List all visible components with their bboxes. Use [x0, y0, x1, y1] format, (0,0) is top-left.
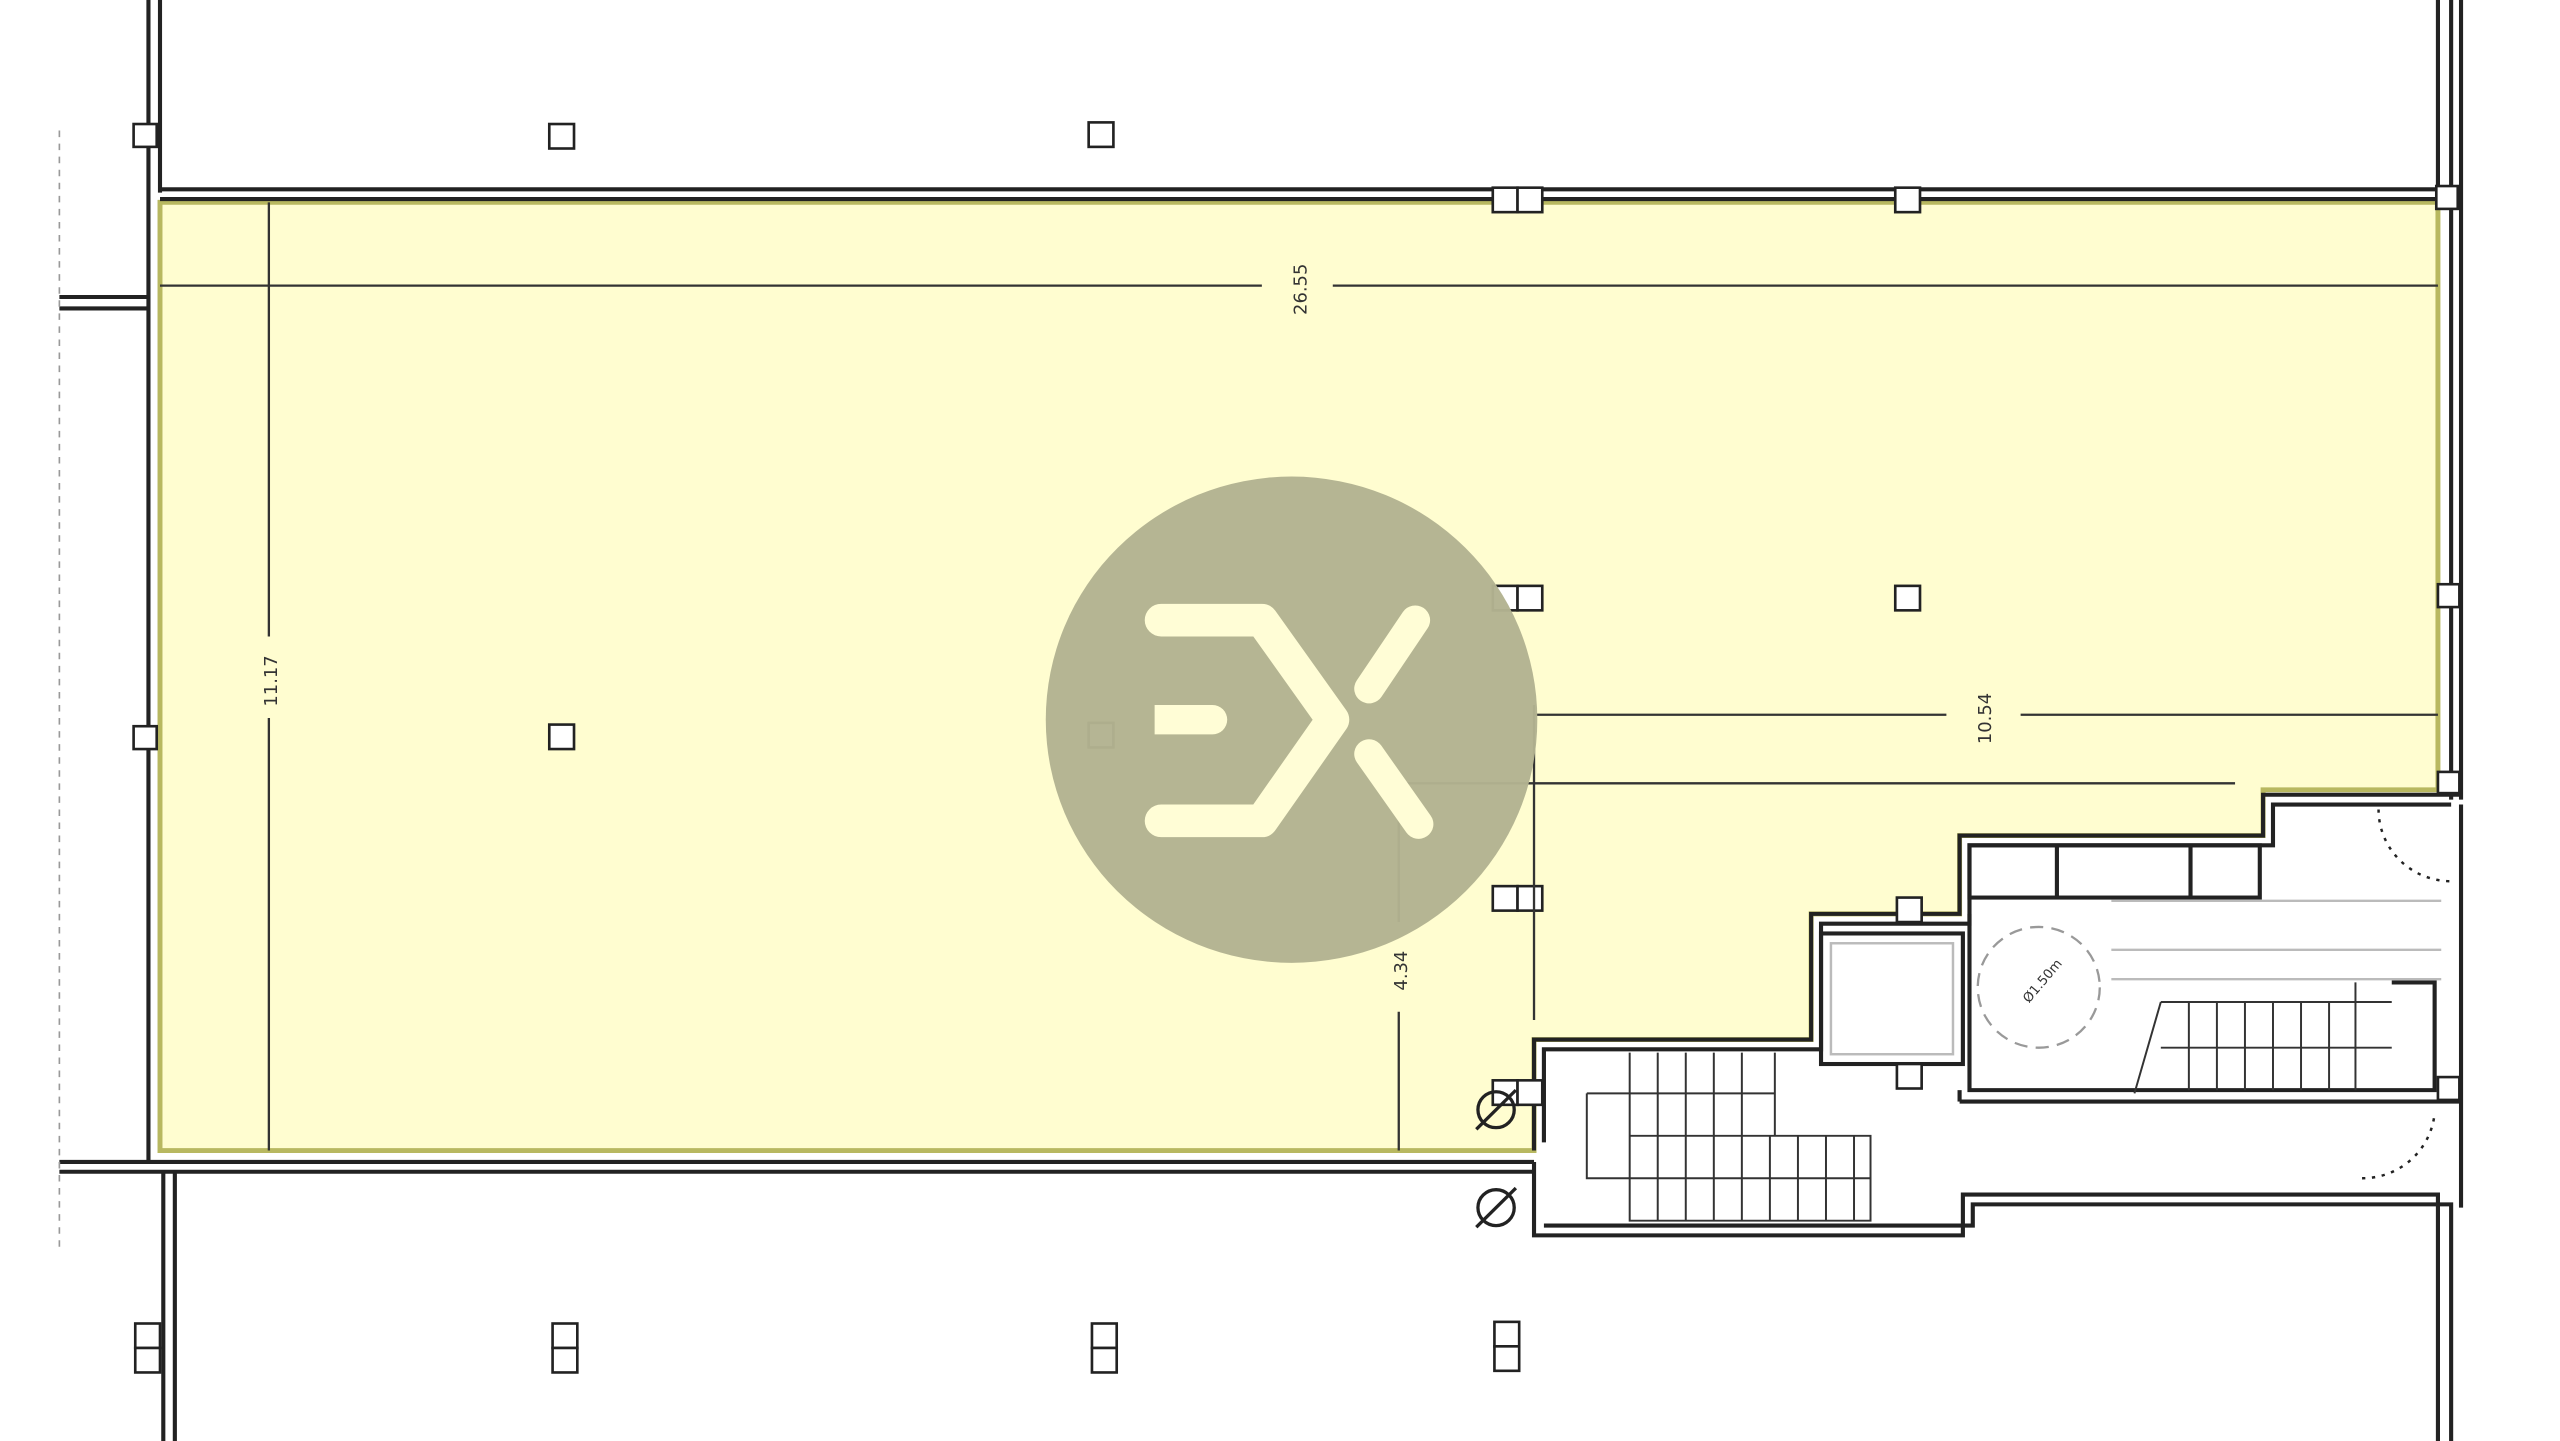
- turning-circle-label: Ø1.50m: [2020, 957, 2065, 1006]
- dimension-width: 11.17: [261, 655, 282, 706]
- stairs-right: [2111, 899, 2442, 1094]
- watermark-logo: [1045, 476, 1538, 963]
- walls: [58, 0, 2464, 1441]
- dimension-length: 26.55: [1290, 264, 1311, 315]
- dimension-partial-length: 10.54: [1975, 693, 1996, 744]
- turning-circle: [1976, 925, 2101, 1049]
- door-swing-bottom: [2362, 1112, 2436, 1180]
- drain-symbols: [1475, 1088, 1518, 1229]
- dimension-partial-width: 4.34: [1391, 951, 1412, 991]
- lift-car: [1829, 942, 1955, 1056]
- stairs-left: [1585, 1052, 1872, 1222]
- door-swing-top: [2377, 809, 2452, 883]
